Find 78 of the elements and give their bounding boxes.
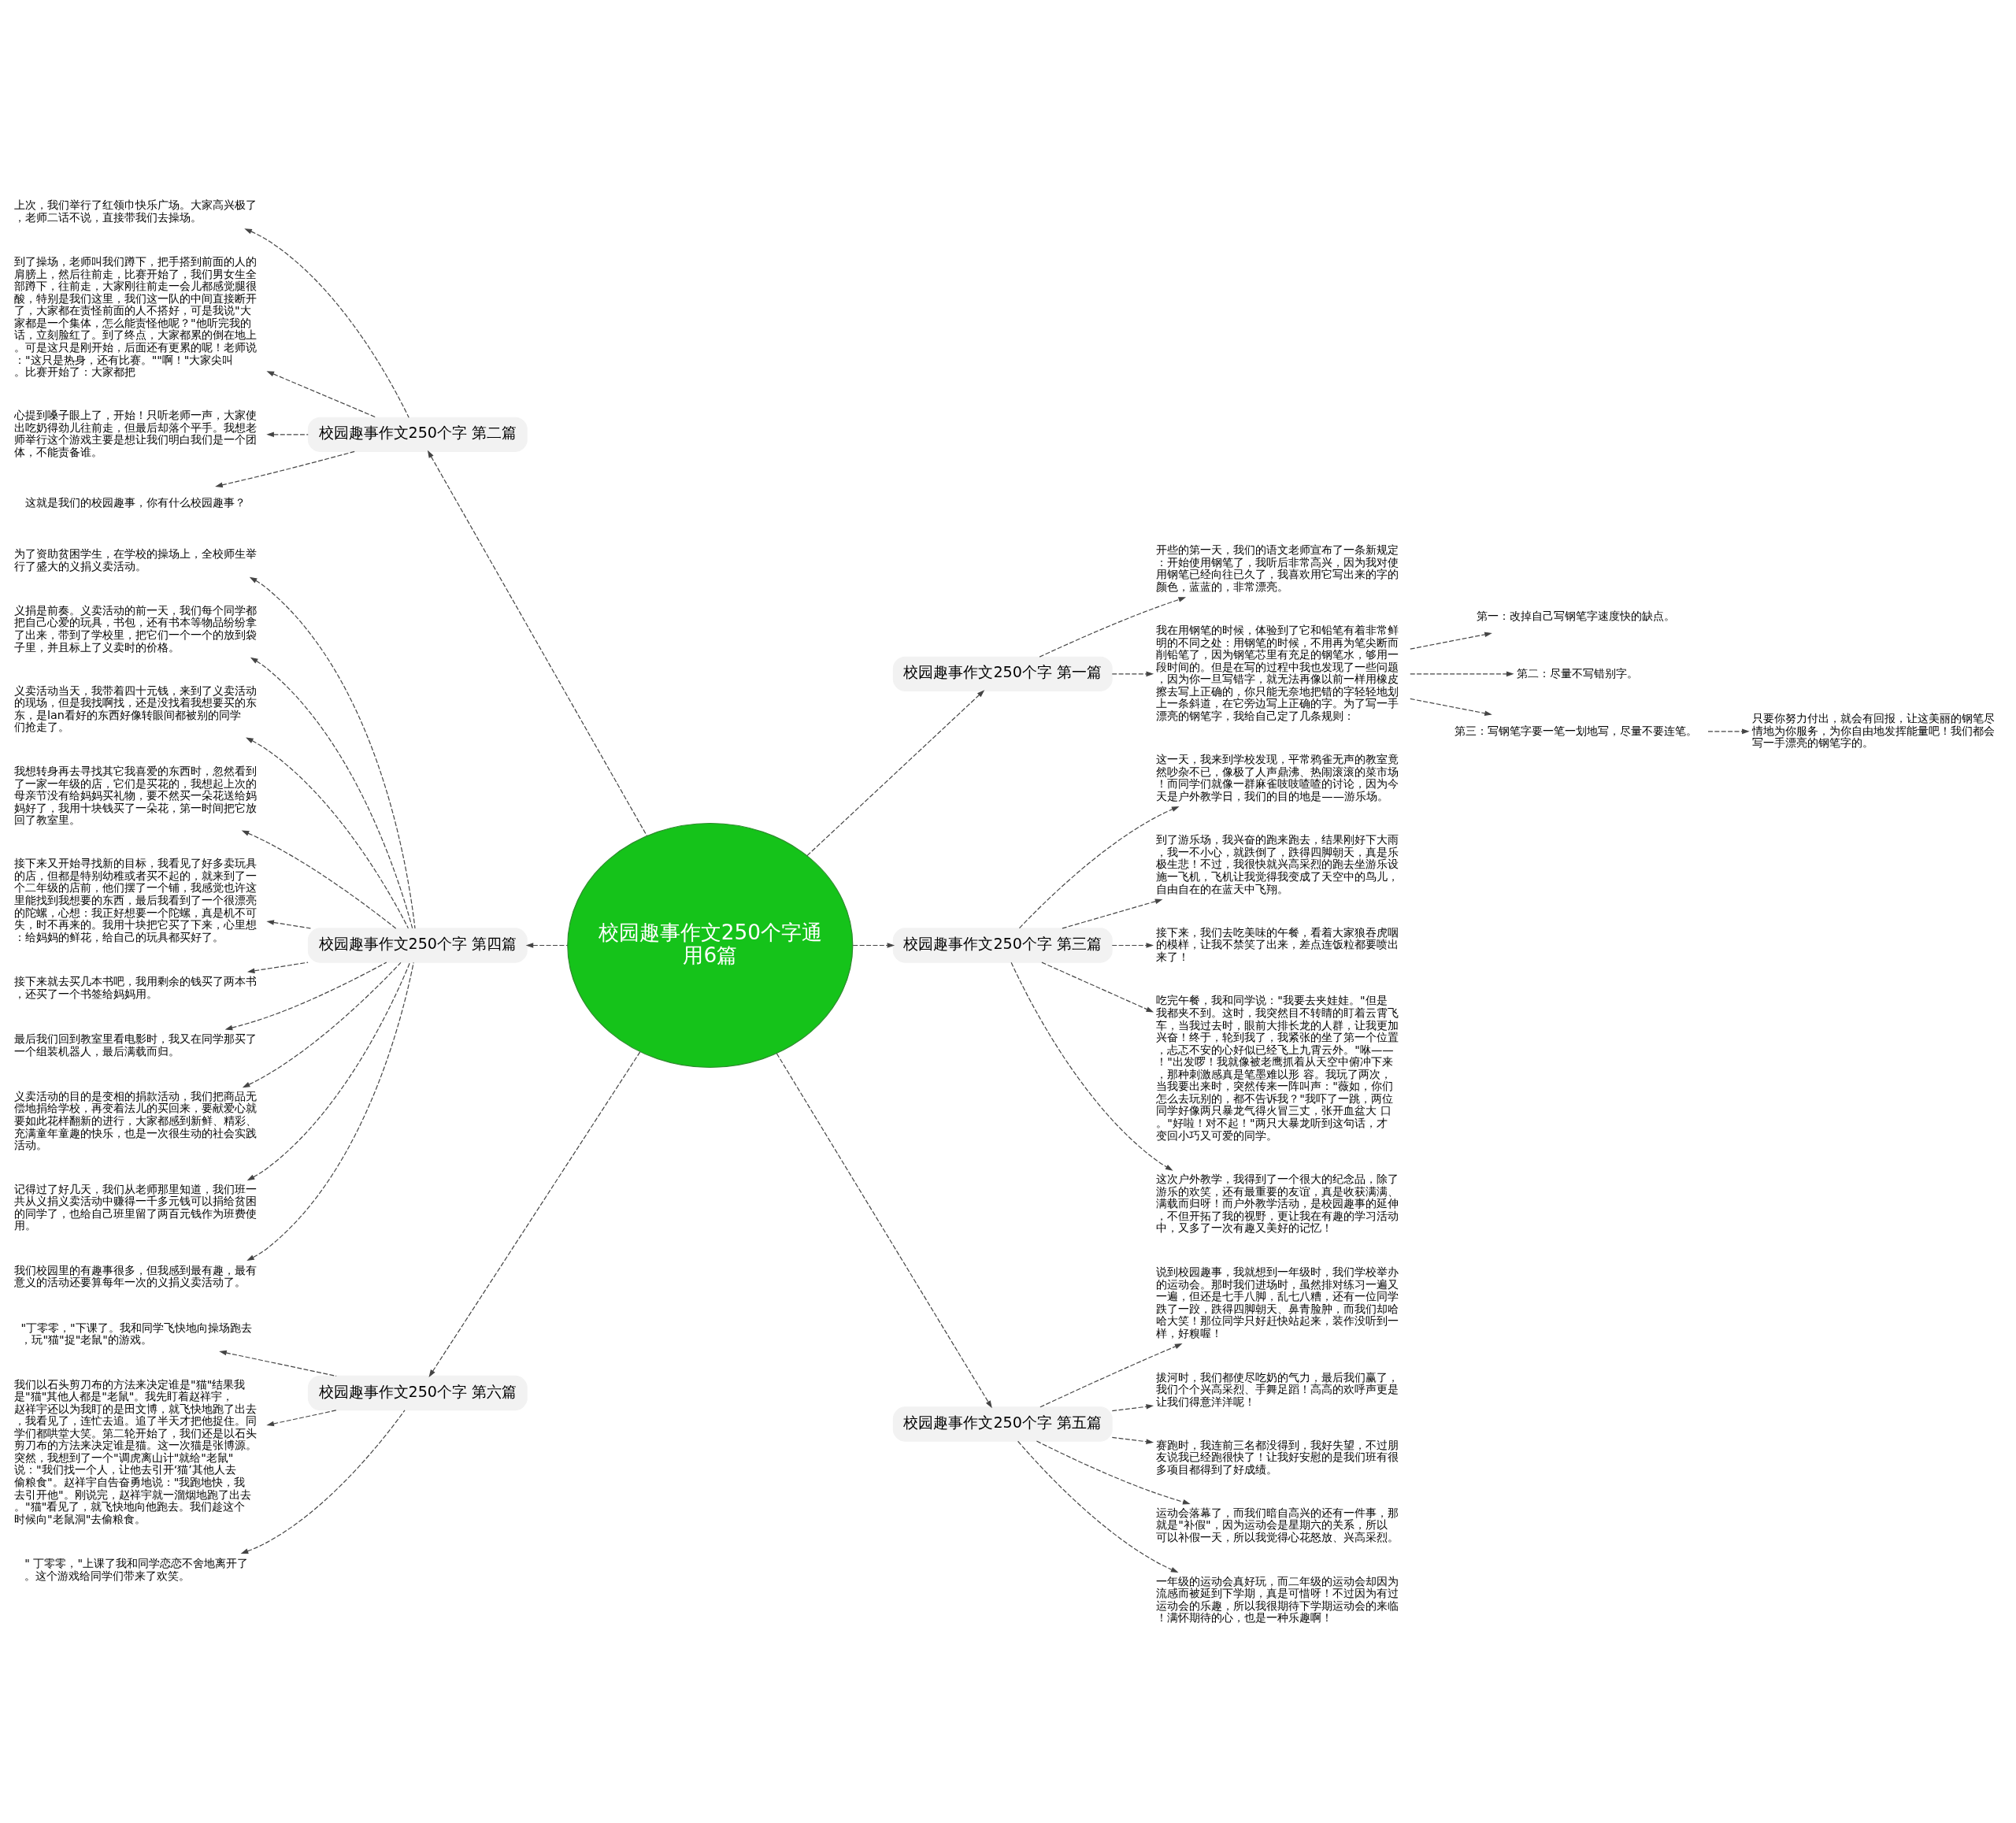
node-text: "丁零零，"下课了。我和同学飞快地向操场跑去，玩"猫"捉"老鼠"的游戏。: [20, 1321, 252, 1346]
node-text: 义卖活动当天，我带着四十元钱，来到了义卖活动的现场，但是我找啊找，还是没找着我想要买的东东，是lan看好的东西好像转眼间都被别的同学们抢走了。: [14, 684, 258, 733]
node-ellipse: 校园趣事作文250个字通用6篇: [567, 822, 854, 1068]
node-text: 这一天，我来到学校发现，平常鸦雀无声的教室竟然吵杂不已，像极了人声鼎沸、热闹滚滚的菜市场！而同学们就像一群麻雀吱吱喳喳的讨论，因为今天是户外教学日，我们的目的地是——游乐场。: [1156, 752, 1399, 802]
arrow: [806, 689, 985, 856]
node-text: 我在用钢笔的时候，体验到了它和铅笔有着非常鲜明的不同之处：用钢笔的时候，不用再为笔尖断而削铅笔了，因为钢笔芯里有充足的钢笔水，够用一段时间的。但是在写的过程中我也发现了一些问题，因为你一旦写错字，就无法再像以前一样用橡皮擦去写上正确的，你只能无奈地把错的字轻轻地划上一条斜道，在它旁边写上正确的字。为了写一手漂亮的钢笔字，我给自己定了几条规则：: [1156, 623, 1399, 722]
arrow: [1111, 1436, 1154, 1444]
arrow: [250, 657, 413, 928]
arrow: [1707, 728, 1750, 734]
node-text: 吃完午餐，我和同学说："我要去夹娃娃。"但是我都夹不到。这时，我突然目不转睛的盯着云霄飞车，当我过去时，眼前大排长龙的人群，让我更加兴奋！终于，轮到我了，我紧张的坐了第一个位置，忐忑不安的心好似已经飞上九霄云外。"咻——！"出发啰！我就像被老鹰抓着从天空中俯冲下来，那种刺激感真是笔墨难以形 容。我玩了两次，当我要出来时，突然传来一阵叫声："薇如，你们怎么去玩别的，都不告诉我？"我吓了一跳，两位同学好像两只暴龙气得火冒三丈，张开血盆大 口。"好啦！对不起！"两只大暴龙听到这句话，才变回小巧又可爱的同学。: [1156, 993, 1399, 1142]
arrow: [242, 962, 402, 1088]
arrow: [427, 450, 648, 836]
node-text: 运动会落幕了，而我们暗自高兴的还有一件事，那就是"补假"，因为运动会是星期六的关系，所以可以补假一天，所以我觉得心花怒放、兴高采烈。: [1156, 1506, 1399, 1543]
node-text: 到了操场，老师叫我们蹲下，把手搭到前面的人的肩膀上，然后往前走，比赛开始了，我们男女生全部蹲下，往前走，大家刚往前走一会儿都感觉腿很酸，特别是我们这里，我们这一队的中间直接断开了，大家都在责怪前面的人不搭好，可是我说"大家都是一个集体，怎么能责怪他呢？"他听完我的话，立刻脸红了。到了终点，大家都累的倒在地上。可是这只是刚开始，后面还有更累的呢！老师说："这只是热身，还有比赛。""啊！"大家尖叫。比赛开始了：大家都把: [14, 254, 258, 378]
node-text: 我想转身再去寻找其它我喜爱的东西时，忽然看到了一家一年级的店，它们是买花的，我想起上次的母亲节没有给妈妈买礼物，要不然买一朵花送给妈妈好了，我用十块钱买了一朵花，第一时间把它放回了教室里。: [14, 764, 258, 826]
arrow: [219, 1350, 337, 1377]
node-text: 我们以石头剪刀布的方法来决定谁是"猫"结果我是"猫"其他人都是"老鼠"。我先盯着赵祥宇，赵祥宇还以为我盯的是田文博，就飞快地跑了出去，我看见了，连忙去追。追了半天才把他捉住。同学们都哄堂大笑。第二轮开始了，我们还是以石头剪刀布的方法来决定谁是猫。这一次猫是张博源。突然，我想到了一个"调虎离山计"就给"老鼠"说："我们找一个人，让他去引开‘猫’其他人去偷粮食"。赵祥宇自告奋勇地说："我跑地快，我去引开他"。刚说完，赵祥宇就一溜烟地跑了出去。"猫"看见了，就飞快地向他跑去。我们趁这个时候向"老鼠洞"去偷粮食。: [14, 1377, 258, 1525]
arrow: [1018, 806, 1180, 928]
node-text: 为了资助贫困学生，在学校的操场上，全校师生举行了盛大的义捐义卖活动。: [14, 547, 258, 572]
arrow: [246, 962, 414, 1261]
arrow: [1040, 1343, 1183, 1407]
arrow: [1039, 596, 1187, 658]
arrow: [1111, 942, 1154, 948]
arrow: [1036, 1440, 1191, 1505]
node-text: 心提到嗓子眼上了，开始！只听老师一声，大家使出吃奶得劲儿往前走，但最后却落个平手。我想老师举行这个游戏主要是想让我们明白我们是一个团体，不能责备谁。: [14, 408, 258, 458]
node-box: 校园趣事作文250个字 第六篇: [307, 1375, 528, 1410]
arrow: [1062, 898, 1163, 928]
arrow: [1410, 698, 1492, 716]
arrow: [1111, 670, 1154, 676]
node-text: 开些的第一天，我们的语文老师宣布了一条新规定：开始使用钢笔了，我听后非常高兴，因为我对使用钢笔已经向往已久了，我喜欢用它写出来的字的颜色，蓝蓝的，非常漂亮。: [1156, 543, 1399, 593]
node-text: 接下来就去买几本书吧，我用剩余的钱买了两本书，还买了一个书签给妈妈用。: [14, 974, 258, 1000]
node-box: 校园趣事作文250个字 第四篇: [307, 927, 528, 963]
arrow: [1410, 670, 1514, 676]
arrow: [266, 431, 309, 437]
node-text: 这就是我们的校园趣事，你有什么校园趣事？: [25, 495, 246, 509]
node-text: " 丁零零，"上课了我和同学恋恋不舍地离开了。这个游戏给同学们带来了欢笑。: [24, 1556, 249, 1581]
node-box: 校园趣事作文250个字 第二篇: [307, 417, 528, 452]
node-text: 义卖活动的目的是变相的捐款活动，我们把商品无偿地捐给学校，再变着法儿的买回来，要献爱心就要如此花样翻新的进行，大家都感到新鲜、精彩、充满童年童趣的快乐，也是一次很生动的社会实践活动。: [14, 1089, 258, 1151]
arrow: [215, 450, 355, 487]
arrow: [266, 370, 377, 418]
node-text: 义捐是前奏。义卖活动的前一天，我们每个同学都把自己心爱的玩具，书包，还有书本等物品纷纷拿了出来，带到了学校里，把它们一个一个的放到袋子里，并且标上了义卖时的价格。: [14, 603, 258, 654]
arrow: [249, 576, 416, 929]
arrow: [244, 228, 410, 418]
node-text: 第二：尽量不写错别字。: [1516, 666, 1638, 679]
node-text: 说到校园趣事，我就想到一年级时，我们学校举办的运动会。那时我们进场时，虽然排对练习一遍又一遍，但还是七手八脚，乱七八糟，还有一位同学跌了一跤，跌得四脚朝天、鼻青脸肿，而我们却哈哈大笑！那位同学只好赶快站起来，装作没听到一样，好糗喔！: [1156, 1265, 1399, 1339]
arrow: [852, 942, 895, 948]
arrow: [1041, 962, 1154, 1013]
arrow: [1017, 1440, 1179, 1573]
arrow: [246, 962, 411, 1180]
node-text: 第三：写钢笔字要一笔一划地写，尽量不要连笔。: [1454, 724, 1697, 737]
node-text: 这次户外教学，我得到了一个很大的纪念品，除了游乐的欢笑，还有最重要的友谊，真是收获满满、满载而归呀！而户外教学活动，是校园趣事的延伸，不但开拓了我的视野，更让我在有趣的学习活动中，又多了一次有趣又美好的记忆！: [1156, 1172, 1399, 1234]
node-text: 最后我们回到教室里看电影时，我又在同学那买了一个组装机器人，最后满载而归。: [14, 1032, 258, 1058]
node-text: 记得过了好几天，我们从老师那里知道，我们班一共从义捐义卖活动中赚得一千多元钱可以捐给贫困的同学了，也给自己班里留了两百元钱作为班费使用。: [14, 1182, 258, 1232]
arrow: [266, 1409, 339, 1426]
node-box: 校园趣事作文250个字 第五篇: [892, 1406, 1113, 1442]
node-text: 第一：改掉自己写钢笔字速度快的缺点。: [1477, 608, 1676, 621]
arrow: [1111, 1403, 1154, 1411]
arrow: [1010, 962, 1173, 1171]
arrow: [1410, 632, 1492, 650]
node-text: 接下来，我们去吃美味的午餐，看着大家狼吞虎咽的模样，让我不禁笑了出来，差点连饭粒都要喷出来了！: [1156, 925, 1399, 963]
node-text: 赛跑时，我连前三名都没得到，我好失望，不过朋友说我已经跑很快了！让我好安慰的是我们班有很多项目都得到了好成绩。: [1156, 1438, 1399, 1476]
arrow: [776, 1052, 992, 1408]
node-text: 上次，我们举行了红领巾快乐广场。大家高兴极了，老师二话不说，直接带我们去操场。: [14, 198, 258, 224]
node-text: 拔河时，我们都使尽吃奶的气力，最后我们赢了，我们个个兴高采烈、手舞足蹈！高高的欢呼声更是让我们得意洋洋呢！: [1156, 1370, 1399, 1408]
node-box: 校园趣事作文250个字 第一篇: [892, 656, 1113, 691]
arrow: [246, 736, 410, 928]
node-text: 接下来又开始寻找新的目标，我看见了好多卖玩具的店，但都是特别幼稚或者买不起的，就来到了一个二年级的店前，他们摆了一个铺，我感觉也许这里能找到我想要的东西，最后我看到了一个很漂亮的陀螺，心想：我正好想要一个陀螺，真是机不可失，时不再来的。我用十块把它买了下来，心里想：给妈妈的鲜花，给自己的玩具都买好了。: [14, 856, 258, 943]
node-text: 我们校园里的有趣事很多，但我感到最有趣，最有意义的活动还要算每年一次的义捐义卖活动了。: [14, 1263, 258, 1288]
node-text: 一年级的运动会真好玩，而二年级的运动会却因为流感而被延到下学期，真是可惜呀！不过因为有过运动会的乐趣，所以我很期待下学期运动会的来临！满怀期待的心，也是一种乐趣啊！: [1156, 1574, 1399, 1624]
arrow: [246, 962, 309, 973]
arrow: [224, 962, 387, 1030]
node-box: 校园趣事作文250个字 第三篇: [892, 927, 1113, 963]
arrow: [241, 830, 397, 929]
node-text: 只要你努力付出，就会有回报，让这美丽的钢笔尽情地为你服务，为你自由地发挥能量吧！我们都会写一手漂亮的钢笔字的。: [1751, 711, 1995, 749]
arrow: [266, 919, 311, 928]
node-text: 到了游乐场，我兴奋的跑来跑去，结果刚好下大雨，我一不小心，就跌倒了，跌得四脚朝天，真是乐极生悲！不过，我很快就兴高采烈的跑去坐游乐设施一飞机，飞机让我觉得我变成了天空中的鸟儿，自由自在的在蓝天中飞翔。: [1156, 832, 1399, 895]
arrow: [525, 942, 569, 948]
arrow: [240, 1409, 406, 1554]
